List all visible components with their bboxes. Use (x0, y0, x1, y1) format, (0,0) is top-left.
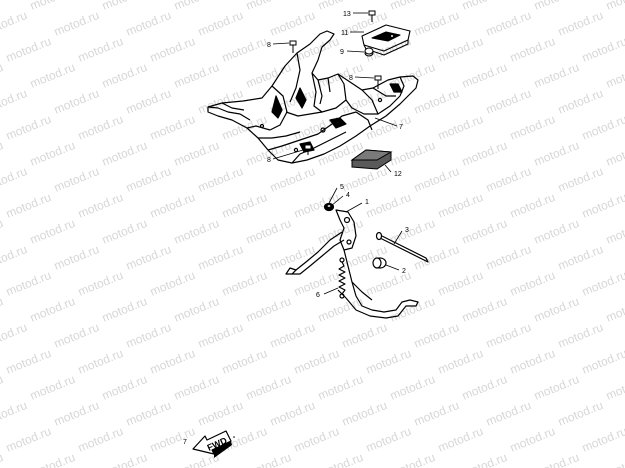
fwd-arrow: 7 FWD (183, 430, 232, 458)
callout-5: 5 (340, 184, 344, 191)
callout-7: 7 (399, 124, 403, 131)
callout-2: 2 (402, 268, 406, 275)
callout-9: 9 (340, 49, 344, 56)
center-stand (285, 202, 429, 319)
screw-8-upper (289, 40, 297, 53)
leader-lines (272, 12, 403, 295)
screw-13 (368, 10, 376, 22)
floor-panel (207, 30, 419, 164)
callout-11: 11 (341, 30, 348, 37)
callout-8-right: 8 (349, 75, 353, 82)
floor-pad (350, 149, 393, 170)
callout-13: 13 (343, 11, 351, 18)
rubber-grommet (364, 47, 374, 57)
callout-12: 12 (394, 171, 402, 178)
callout-8-upper: 8 (267, 42, 271, 49)
fwd-side-mark: 7 (183, 439, 187, 446)
callout-8-lower: 8 (267, 157, 271, 164)
callout-3: 3 (405, 227, 409, 234)
callout-labels: 13 11 9 8 8 7 8 12 5 4 1 3 2 6 (267, 11, 409, 299)
callout-6: 6 (316, 292, 320, 299)
inspection-cover (361, 24, 411, 56)
screw-8-lower (304, 144, 312, 155)
callout-1: 1 (365, 199, 369, 206)
callout-4: 4 (346, 192, 350, 199)
screw-8-right (374, 75, 382, 89)
